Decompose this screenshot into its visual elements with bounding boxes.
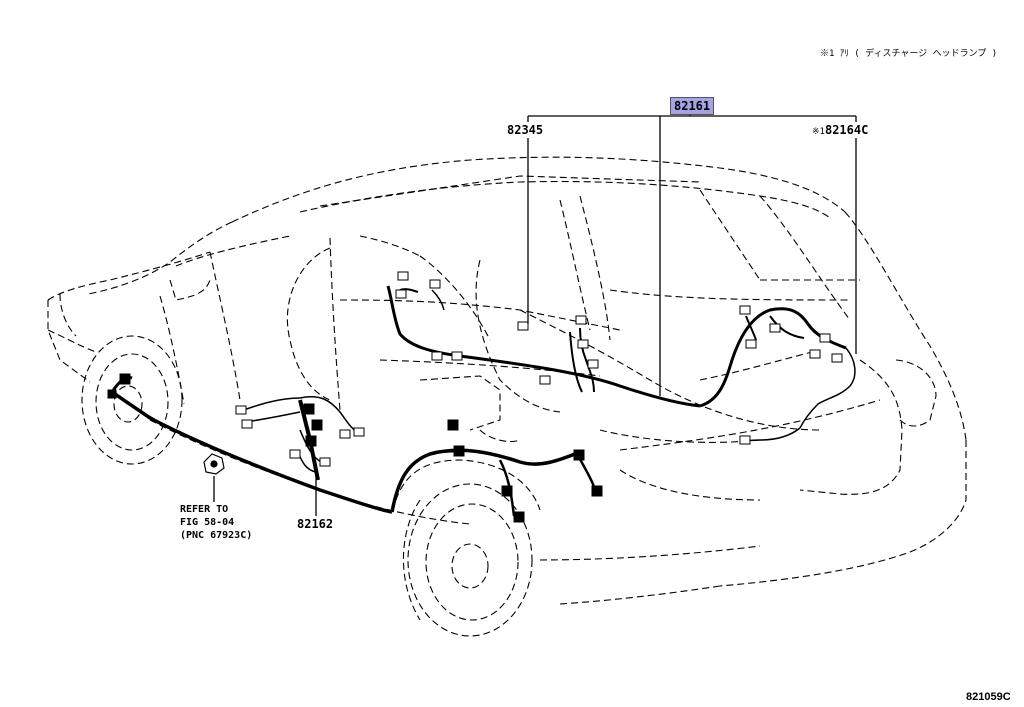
harness-82162-floor — [110, 376, 598, 517]
connector-block — [339, 429, 351, 439]
connectors — [107, 271, 843, 523]
connector-block-dark — [501, 485, 513, 497]
front-wheel — [81, 335, 183, 465]
header-note: ※1 ｱﾘ ( ディスチャージ ヘッドランプ ) — [820, 49, 998, 59]
connector-block-dark — [311, 419, 323, 431]
part-number-82345[interactable]: 82345 — [507, 123, 544, 137]
part-number-82164c[interactable]: ※182164C — [812, 123, 868, 139]
connector-block-dark — [453, 445, 465, 457]
connector-block — [397, 271, 409, 281]
part-number-82162[interactable]: 82162 — [297, 517, 334, 531]
connector-block-dark — [573, 449, 585, 461]
connector-block-dark — [447, 419, 459, 431]
harness-82161-main — [386, 285, 856, 445]
connector-block — [353, 427, 365, 437]
refer-note-line3: (PNC 67923C) — [180, 530, 253, 541]
grommet-part — [203, 453, 225, 475]
connector-block — [745, 339, 757, 349]
connector-block — [831, 353, 843, 363]
connector-block — [241, 419, 253, 429]
connector-block — [809, 349, 821, 359]
connector-block-dark — [107, 389, 117, 399]
connector-block-dark — [513, 511, 525, 523]
connector-block-dark — [303, 403, 315, 415]
connector-block — [739, 435, 751, 445]
connector-block — [819, 333, 831, 343]
discharge-marker: ※1 — [812, 127, 825, 137]
connector-block — [319, 457, 331, 467]
connector-block — [289, 449, 301, 459]
connector-block — [539, 375, 551, 385]
connector-block — [575, 315, 587, 325]
connector-block — [395, 289, 407, 299]
refer-note-line2: FIG 58-04 — [180, 517, 235, 528]
part-number-82164c-text: 82164C — [824, 123, 869, 137]
figure-code: 821059C — [966, 691, 1011, 703]
connector-block — [739, 305, 751, 315]
connector-block — [517, 321, 529, 331]
connector-block-dark — [119, 373, 131, 385]
connector-block — [431, 351, 443, 361]
connector-block — [577, 339, 589, 349]
part-number-82161[interactable]: 82161 — [670, 97, 715, 115]
connector-block-dark — [305, 435, 317, 447]
connector-block — [451, 351, 463, 361]
rear-wheel — [402, 483, 533, 637]
connector-block — [587, 359, 599, 369]
refer-note-line1: REFER TO — [180, 504, 229, 515]
refer-note[interactable]: REFER TO FIG 58-04 (PNC 67923C) — [180, 503, 252, 542]
connector-block-dark — [591, 485, 603, 497]
connector-block — [769, 323, 781, 333]
connector-block — [235, 405, 247, 415]
leader-lines — [213, 110, 857, 516]
connector-block — [429, 279, 441, 289]
